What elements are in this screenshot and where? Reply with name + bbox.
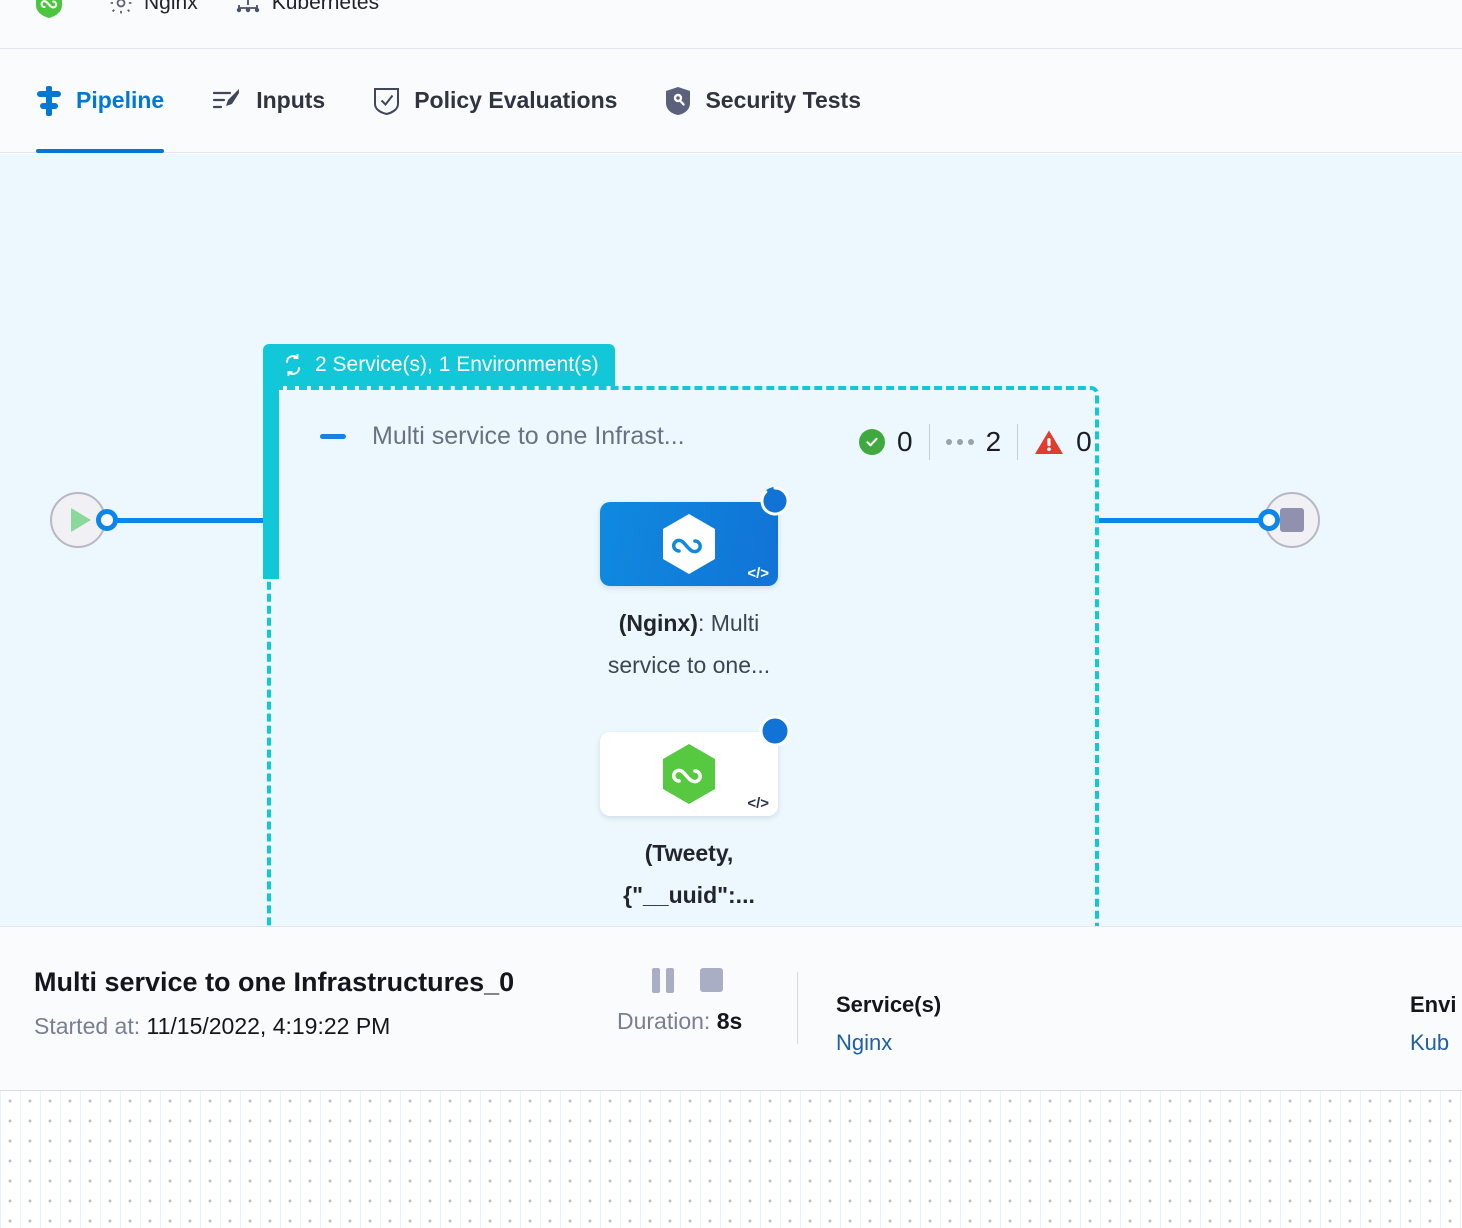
panel-divider	[797, 972, 798, 1044]
breadcrumb: Nginx Kubernetes	[0, 0, 1462, 48]
status-divider	[928, 424, 930, 460]
harness-hexagon-white-icon	[660, 513, 718, 575]
duration-label: Duration:	[617, 1008, 711, 1034]
playback-controls	[652, 968, 723, 993]
kubernetes-icon	[234, 0, 262, 16]
stop-icon[interactable]	[700, 968, 723, 992]
tab-policy-evaluations-label: Policy Evaluations	[414, 87, 618, 113]
tab-pipeline[interactable]: Pipeline	[36, 49, 165, 153]
status-failed-count: 0	[1076, 426, 1092, 457]
breadcrumb-item-nginx[interactable]: Nginx	[108, 0, 198, 14]
status-failed: 0	[1018, 426, 1108, 458]
status-running-count: 2	[985, 426, 1002, 457]
status-success: 0	[843, 426, 929, 458]
started-at: Started at: 11/15/2022, 4:19:22 PM	[34, 1013, 390, 1040]
services-column: Service(s) Nginx	[836, 992, 941, 1056]
breadcrumb-item-nginx-label: Nginx	[144, 0, 198, 14]
running-spinner-icon	[758, 484, 792, 518]
tab-pipeline-label: Pipeline	[76, 87, 165, 113]
services-header: Service(s)	[836, 992, 942, 1017]
end-node[interactable]	[1264, 492, 1320, 548]
check-circle-icon	[859, 429, 885, 455]
service-node-label-bold: (Tweety,	[644, 840, 734, 866]
service-node-nginx[interactable]: </> (Nginx): Multi service to one...	[600, 486, 794, 686]
pipeline-graph-canvas[interactable]: 2 Service(s), 1 Environment(s) Multi ser…	[0, 154, 1462, 926]
loop-repeat-icon	[281, 353, 305, 377]
tab-inputs-label: Inputs	[256, 87, 326, 113]
duration: Duration: 8s	[617, 1008, 742, 1035]
breadcrumb-item-kubernetes-label: Kubernetes	[271, 0, 380, 14]
code-icon: </>	[747, 795, 769, 812]
execution-detail-panel: Multi service to one Infrastructures_0 S…	[0, 926, 1462, 1091]
service-node-tweety[interactable]: </> (Tweety, {"__uuid":...	[600, 715, 794, 916]
started-at-value: 11/15/2022, 4:19:22 PM	[146, 1013, 391, 1039]
pending-dots-icon	[945, 439, 974, 445]
matrix-label-text: 2 Service(s), 1 Environment(s)	[315, 353, 599, 376]
environments-header: Envi	[1410, 992, 1457, 1017]
tab-security-tests-label: Security Tests	[705, 87, 861, 113]
duration-value: 8s	[716, 1008, 743, 1034]
environment-link-kubernetes[interactable]: Kub	[1410, 1030, 1450, 1055]
breadcrumb-item-kubernetes[interactable]: Kubernetes	[234, 0, 379, 14]
matrix-label-badge[interactable]: 2 Service(s), 1 Environment(s)	[263, 344, 615, 386]
harness-shield-icon	[36, 0, 62, 18]
service-node-card[interactable]: </>	[600, 715, 791, 816]
status-divider	[1017, 424, 1019, 460]
minus-collapse-icon[interactable]	[320, 434, 346, 439]
running-dot-icon	[758, 714, 792, 748]
code-icon: </>	[747, 565, 769, 582]
tab-inputs[interactable]: Inputs	[212, 49, 325, 153]
service-node-label-bold: (Nginx)	[618, 610, 698, 636]
stop-icon	[1280, 508, 1304, 532]
status-success-count: 0	[897, 426, 913, 457]
policy-shield-check-icon	[373, 86, 400, 116]
group-header[interactable]: Multi service to one Infrast...	[320, 422, 685, 451]
gear-icon	[108, 0, 134, 16]
canvas-grid-pane[interactable]	[0, 1091, 1462, 1228]
edge-start-to-group	[110, 518, 265, 523]
status-running: 2	[930, 426, 1018, 458]
end-node-connector	[1258, 509, 1280, 531]
edge-group-to-end	[1098, 518, 1263, 523]
group-title: Multi service to one Infrast...	[372, 422, 685, 450]
environments-column: Envi Kub	[1410, 992, 1456, 1056]
service-node-label: (Tweety, {"__uuid":...	[584, 832, 794, 916]
inputs-icon	[212, 87, 242, 115]
pipeline-icon	[36, 85, 62, 116]
tab-security-tests[interactable]: Security Tests	[665, 49, 861, 153]
execution-tabs: Pipeline Inputs Policy Evaluations	[0, 48, 1462, 153]
service-node-label-rest: : Multi service to one...	[607, 610, 771, 678]
warning-triangle-icon	[1034, 429, 1064, 456]
tab-policy-evaluations[interactable]: Policy Evaluations	[373, 49, 617, 153]
group-status-counts: 0 2 0	[843, 424, 1108, 460]
service-link-nginx[interactable]: Nginx	[836, 1030, 893, 1055]
breadcrumb-item-harness[interactable]	[36, 0, 72, 18]
pause-icon[interactable]	[652, 968, 674, 993]
matrix-left-bar	[263, 379, 279, 579]
matrix-group-box[interactable]	[267, 386, 1099, 926]
started-at-label: Started at:	[34, 1013, 141, 1039]
service-node-label-rest: {"__uuid":...	[623, 882, 755, 908]
page-title: Multi service to one Infrastructures_0	[34, 967, 515, 997]
start-node-connector	[96, 509, 118, 531]
service-node-card[interactable]: </>	[600, 486, 790, 586]
service-node-label: (Nginx): Multi service to one...	[584, 602, 794, 686]
security-shield-icon	[665, 86, 691, 116]
play-icon	[71, 508, 91, 532]
harness-hexagon-green-icon	[660, 743, 718, 805]
